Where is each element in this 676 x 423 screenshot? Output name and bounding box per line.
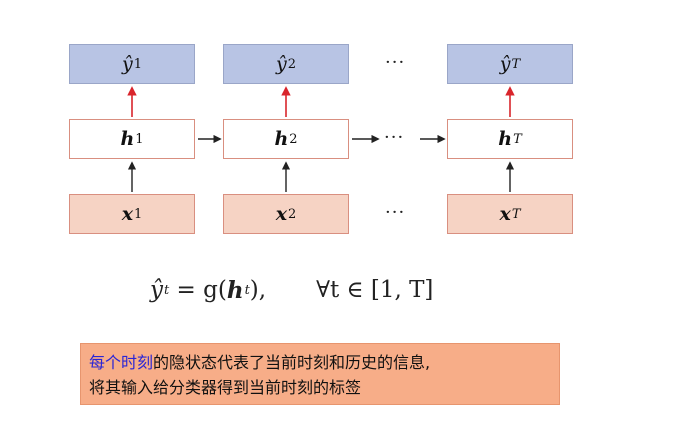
input-subscript: T <box>511 206 521 222</box>
hidden-ellipsis: ··· <box>384 127 405 148</box>
hidden-symbol: h <box>498 128 513 150</box>
output-symbol: ŷ <box>121 53 133 75</box>
formula-equals: = g( <box>169 277 227 303</box>
hidden-subscript: T <box>513 131 522 147</box>
input-symbol: x <box>275 203 288 225</box>
note-line-2: 将其输入给分类器得到当前时刻的标签 <box>89 378 362 397</box>
note-highlight: 每个时刻 <box>89 353 154 372</box>
formula-close: ), <box>249 277 267 303</box>
formula-lhs-subscript: t <box>164 282 170 298</box>
hidden-symbol: h <box>274 128 289 150</box>
note-line-1-text: 的隐状态代表了当前时刻和历史的信息, <box>153 353 431 372</box>
input-subscript: 1 <box>134 206 143 222</box>
output-subscript: 1 <box>133 56 142 72</box>
formula-h-symbol: h <box>226 276 244 304</box>
input-ellipsis: ··· <box>385 202 406 223</box>
formula-h-subscript: t <box>244 282 250 298</box>
explanation-note: 每个时刻的隐状态代表了当前时刻和历史的信息, 将其输入给分类器得到当前时刻的标签 <box>80 343 560 405</box>
input-symbol: x <box>121 203 134 225</box>
formula-lhs-symbol: ŷ <box>150 277 163 303</box>
output-symbol: ŷ <box>275 53 287 75</box>
output-ellipsis: ··· <box>385 52 406 73</box>
input-symbol: x <box>499 203 511 225</box>
input-subscript: 2 <box>288 206 297 222</box>
note-line-1: 每个时刻的隐状态代表了当前时刻和历史的信息, <box>89 350 551 375</box>
hidden-symbol: h <box>120 128 135 150</box>
output-subscript: 2 <box>287 56 296 72</box>
output-subscript: T <box>511 56 521 72</box>
output-symbol: ŷ <box>499 53 511 75</box>
formula-forall: ∀t ∈ [1, T] <box>316 277 434 303</box>
hidden-subscript: 1 <box>135 131 144 147</box>
hidden-subscript: 2 <box>289 131 298 147</box>
